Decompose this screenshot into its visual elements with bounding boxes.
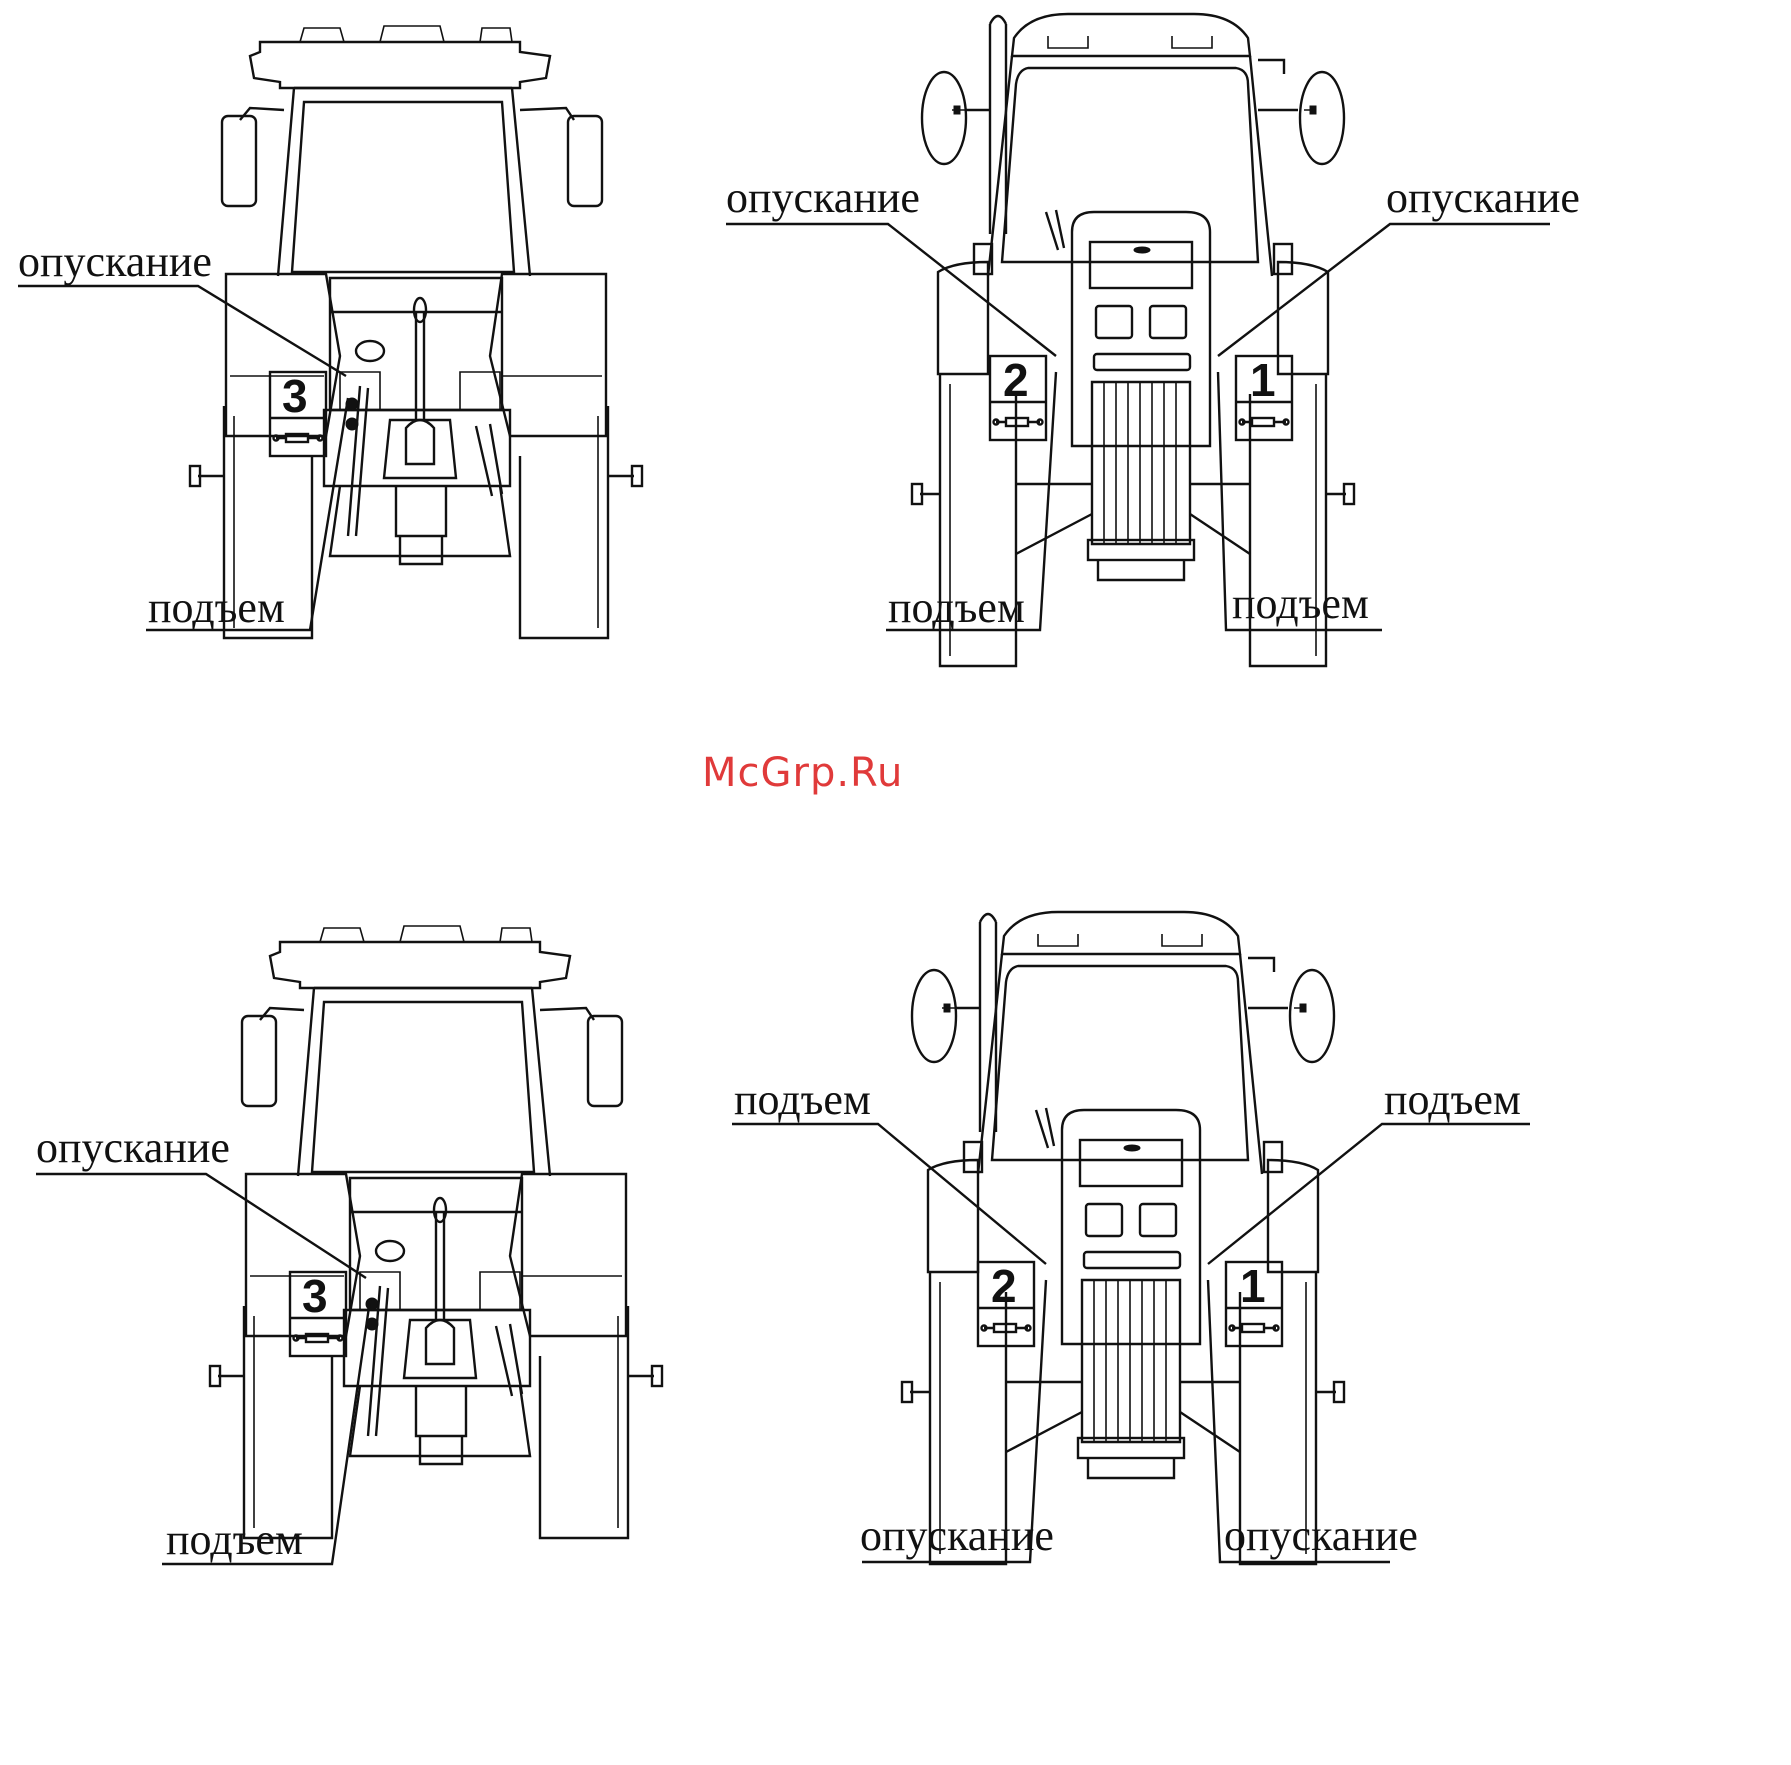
plate-number: 2 <box>991 1260 1017 1312</box>
valve-plate-1: 1 <box>1236 354 1292 440</box>
panel-top-left: 3 опускание подъем <box>18 26 642 638</box>
leader-line-lower <box>18 286 346 376</box>
plate-number: 2 <box>1003 354 1029 406</box>
plate-number: 3 <box>282 370 308 422</box>
label-lowering: опускание <box>36 1123 230 1172</box>
valve-plate-2: 2 <box>978 1260 1034 1346</box>
label-left-lower: подъем <box>888 583 1025 632</box>
tractor-front-view <box>912 14 1354 666</box>
panel-top-right: 2 1 опускание опускание подъем подъем <box>726 14 1580 666</box>
label-right-lower: подъем <box>1232 579 1369 628</box>
label-right-upper: подъем <box>1384 1075 1521 1124</box>
label-right-lower: опускание <box>1224 1511 1418 1560</box>
label-lowering: опускание <box>18 237 212 286</box>
tractor-rear-view <box>210 926 662 1538</box>
watermark-text: McGrp.Ru <box>702 750 903 796</box>
valve-plate-2: 2 <box>990 354 1046 440</box>
panel-bottom-right: 2 1 подъем подъем опускание опускание <box>732 912 1530 1564</box>
tractor-front-view <box>902 912 1344 1564</box>
label-left-lower: опускание <box>860 1511 1054 1560</box>
plate-number: 1 <box>1240 1260 1266 1312</box>
label-right-upper: опускание <box>1386 173 1580 222</box>
valve-plate-3: 3 <box>290 1270 346 1356</box>
leader-line-left-upper <box>726 224 1056 356</box>
plate-number: 3 <box>302 1270 328 1322</box>
label-raising: подъем <box>148 583 285 632</box>
leader-line-lower <box>36 1174 366 1278</box>
label-left-upper: опускание <box>726 173 920 222</box>
valve-plate-3: 3 <box>270 370 326 456</box>
leader-line-left-upper <box>732 1124 1046 1264</box>
plate-number: 1 <box>1250 354 1276 406</box>
label-raising: подъем <box>166 1515 303 1564</box>
tractor-rear-view <box>190 26 642 638</box>
label-left-upper: подъем <box>734 1075 871 1124</box>
leader-line-right-upper <box>1208 1124 1530 1264</box>
panel-bottom-left: 3 опускание подъем <box>36 926 662 1564</box>
